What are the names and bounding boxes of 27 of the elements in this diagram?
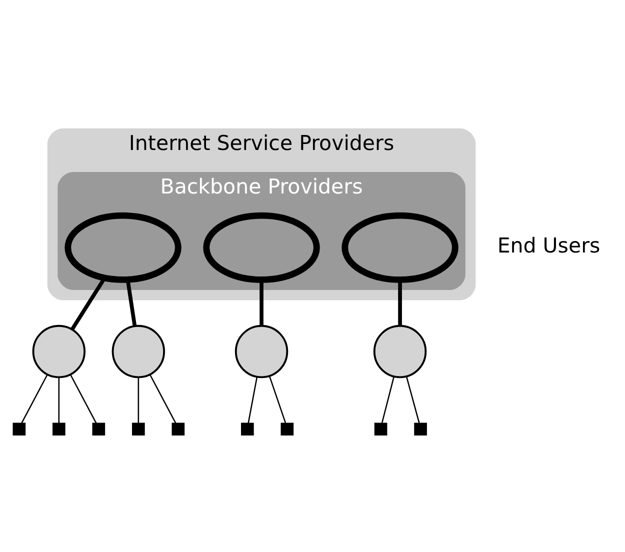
node-box — [52, 422, 66, 435]
connector — [149, 374, 176, 423]
connector — [138, 376, 140, 422]
node-box — [280, 422, 294, 435]
connector — [406, 376, 420, 423]
node-box — [172, 422, 185, 435]
node-ellipse — [64, 212, 182, 282]
node-box — [241, 422, 254, 435]
node-ellipse — [203, 212, 320, 282]
node-box — [374, 422, 388, 435]
connector — [268, 375, 286, 423]
connector — [70, 374, 97, 423]
cluster: Backbone Providers — [58, 172, 466, 290]
node-circle — [112, 324, 166, 378]
node-box — [414, 422, 427, 435]
connector — [381, 376, 395, 423]
node-circle — [234, 324, 288, 378]
connector — [248, 376, 258, 423]
node-box — [132, 422, 145, 435]
node-box — [92, 422, 106, 435]
node-circle — [373, 324, 427, 378]
label: End Users — [497, 233, 600, 258]
connector — [58, 376, 60, 422]
connector — [21, 374, 48, 423]
node-ellipse — [342, 212, 458, 282]
node-box — [12, 422, 26, 435]
node-circle — [32, 324, 86, 378]
